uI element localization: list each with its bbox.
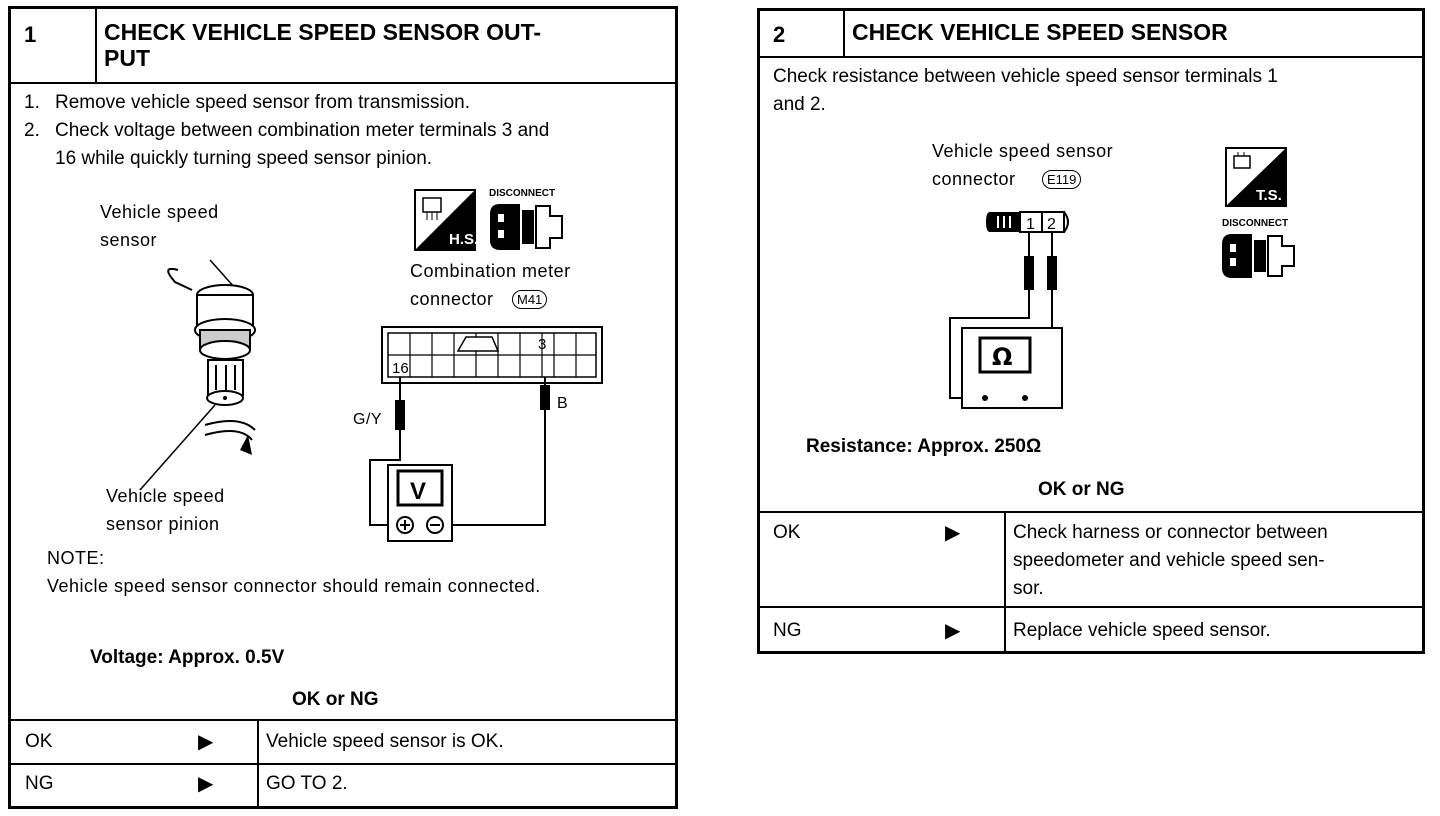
step-2-instruction-line-2: and 2. xyxy=(773,94,826,115)
step-1-spec: Voltage: Approx. 0.5V xyxy=(90,647,285,668)
step-2-number: 2 xyxy=(773,22,786,47)
step-1-result-ok-status: OK xyxy=(25,731,53,752)
step-2-result-ng-action: Replace vehicle speed sensor. xyxy=(1013,620,1271,641)
wire-gy-label: G/Y xyxy=(353,411,383,428)
sensor-label-line-1: Vehicle speed xyxy=(100,202,219,222)
step-1-number: 1 xyxy=(24,22,37,47)
harness-side-icon: H.S. xyxy=(414,189,478,251)
step-2-result-ng-status: NG xyxy=(773,620,802,641)
voltmeter-symbol: V xyxy=(410,478,426,505)
wire-b-label: B xyxy=(557,395,569,412)
sensor-connector-ohmmeter: 1 2 Ω xyxy=(949,211,1069,409)
meter-label-line-1: Combination meter xyxy=(410,261,571,281)
pin-16-label: 16 xyxy=(392,360,409,377)
step-2-result-ng-arrow-icon: ▶ xyxy=(945,620,961,642)
step-1-result-ok-action: Vehicle speed sensor is OK. xyxy=(266,731,504,752)
step-1-panel xyxy=(8,6,678,809)
step-2-panel xyxy=(757,8,1425,654)
pin-1-label: 1 xyxy=(1026,216,1035,233)
step-1-result-ng-status: NG xyxy=(25,773,54,794)
disconnect-icon xyxy=(1222,234,1295,278)
step-1-title-line-2: PUT xyxy=(104,45,150,71)
step-1-result-ok-arrow-icon: ▶ xyxy=(198,731,214,753)
step-2-result-ok-action-line-1: Check harness or connector between xyxy=(1013,522,1328,543)
ts-icon-text: T.S. xyxy=(1256,187,1282,204)
combination-meter-connector: 16 3 V xyxy=(369,326,603,542)
disconnect-label-1: DISCONNECT xyxy=(489,188,556,199)
step-2-spec: Resistance: Approx. 250Ω xyxy=(806,436,1042,457)
step-2-title: CHECK VEHICLE SPEED SENSOR xyxy=(852,19,1228,45)
step-2-ok-ng: OK or NG xyxy=(1038,479,1125,500)
instruction-1-number: 1. xyxy=(24,92,40,113)
pin-3-label: 3 xyxy=(538,336,546,353)
pinion-label-line-2: sensor pinion xyxy=(106,514,220,534)
step-1-result-ng-action: GO TO 2. xyxy=(266,773,348,794)
sensor-connector-id: E119 xyxy=(1047,172,1077,187)
pin-2-label: 2 xyxy=(1047,216,1056,233)
sensor-connector-label-line-1: Vehicle speed sensor xyxy=(932,141,1114,161)
meter-label-line-2: connector xyxy=(410,289,494,309)
hs-icon-text: H.S. xyxy=(449,231,478,248)
step-1-ok-ng: OK or NG xyxy=(292,689,379,710)
sensor-connector-id-badge: E119 xyxy=(1042,170,1082,189)
disconnect-label-2: DISCONNECT xyxy=(1222,218,1289,229)
step-2-result-ok-action-line-2: speedometer and vehicle speed sen- xyxy=(1013,550,1325,571)
instruction-2-number: 2. xyxy=(24,120,40,141)
pinion-label-line-1: Vehicle speed xyxy=(106,486,225,506)
note-text: Vehicle speed sensor connector should re… xyxy=(47,576,541,596)
instruction-2-text-cont: 16 while quickly turning speed sensor pi… xyxy=(55,148,433,169)
instruction-1-text: Remove vehicle speed sensor from transmi… xyxy=(55,92,471,113)
step-2-result-ok-status: OK xyxy=(773,522,801,543)
step-2-instruction-line-1: Check resistance between vehicle speed s… xyxy=(773,66,1278,87)
meter-connector-id-badge: M41 xyxy=(512,290,548,309)
speed-sensor-illustration xyxy=(139,259,256,491)
step-2-result-ok-action-line-3: sor. xyxy=(1013,578,1044,599)
step-1-result-ng-arrow-icon: ▶ xyxy=(198,773,214,795)
disconnect-icon xyxy=(490,204,563,250)
meter-connector-id: M41 xyxy=(517,292,543,307)
ohmmeter-symbol: Ω xyxy=(992,343,1012,371)
sensor-connector-label-line-2: connector xyxy=(932,169,1016,189)
instruction-2-text: Check voltage between combination meter … xyxy=(55,120,550,141)
sensor-label-line-2: sensor xyxy=(100,230,158,250)
terminal-side-icon: T.S. xyxy=(1225,147,1287,207)
step-1-title-line-1: CHECK VEHICLE SPEED SENSOR OUT- xyxy=(104,19,542,45)
step-2-result-ok-arrow-icon: ▶ xyxy=(945,522,961,544)
note-title: NOTE: xyxy=(47,548,105,568)
